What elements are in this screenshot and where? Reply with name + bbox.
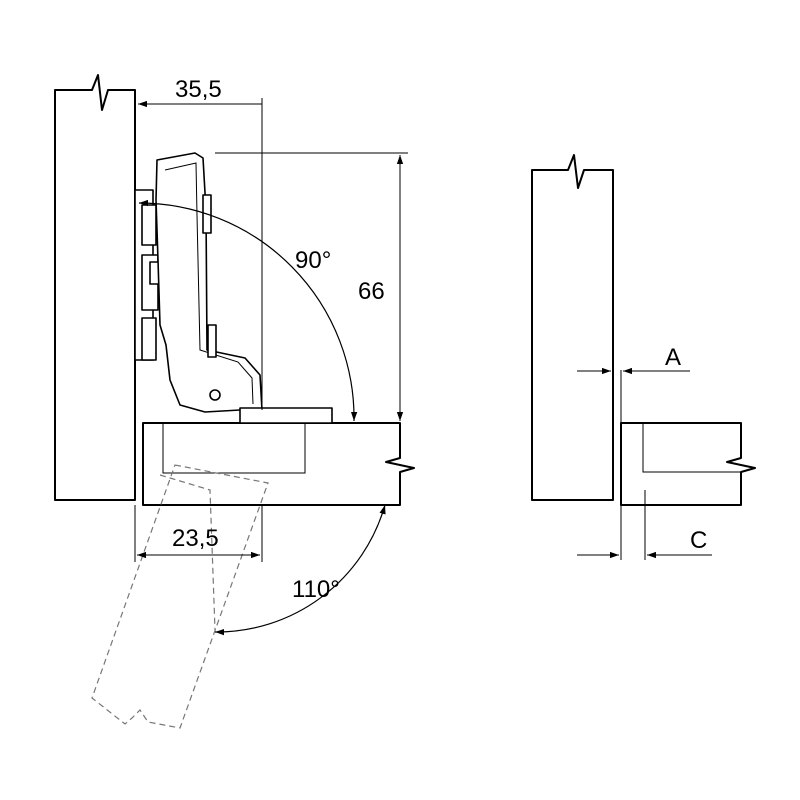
detail-cabinet-panel [531, 154, 614, 501]
hinge-cup-recess [162, 423, 306, 474]
angle-110-label: 110° [292, 576, 340, 603]
angle-110-arc: 110° [214, 504, 386, 636]
dimension-a: A [577, 344, 690, 423]
dimension-66: 66 [215, 152, 408, 421]
door-open-cup-dashed [159, 474, 216, 631]
hinge-cup-rim [239, 407, 333, 424]
dimension-66-label: 66 [358, 278, 385, 305]
dimension-23-5-label: 23,5 [172, 525, 219, 552]
dimension-c-label: C [690, 527, 707, 554]
angle-90-label: 90° [295, 247, 331, 274]
detail-door-panel [620, 422, 756, 506]
cabinet-side-panel [54, 74, 136, 501]
angle-90-arc: 90° [138, 199, 358, 422]
dimension-35-5-label: 35,5 [175, 76, 222, 103]
dimension-c: C [577, 490, 712, 560]
door-panel [142, 422, 415, 506]
hinge-arm [155, 152, 263, 413]
detail-cup-recess [621, 422, 741, 473]
dimension-23-5: 23,5 [134, 505, 263, 562]
hinge-pivot-hole [209, 389, 221, 401]
hinge-arm-slot [207, 324, 217, 358]
dimension-a-label: A [665, 344, 681, 371]
